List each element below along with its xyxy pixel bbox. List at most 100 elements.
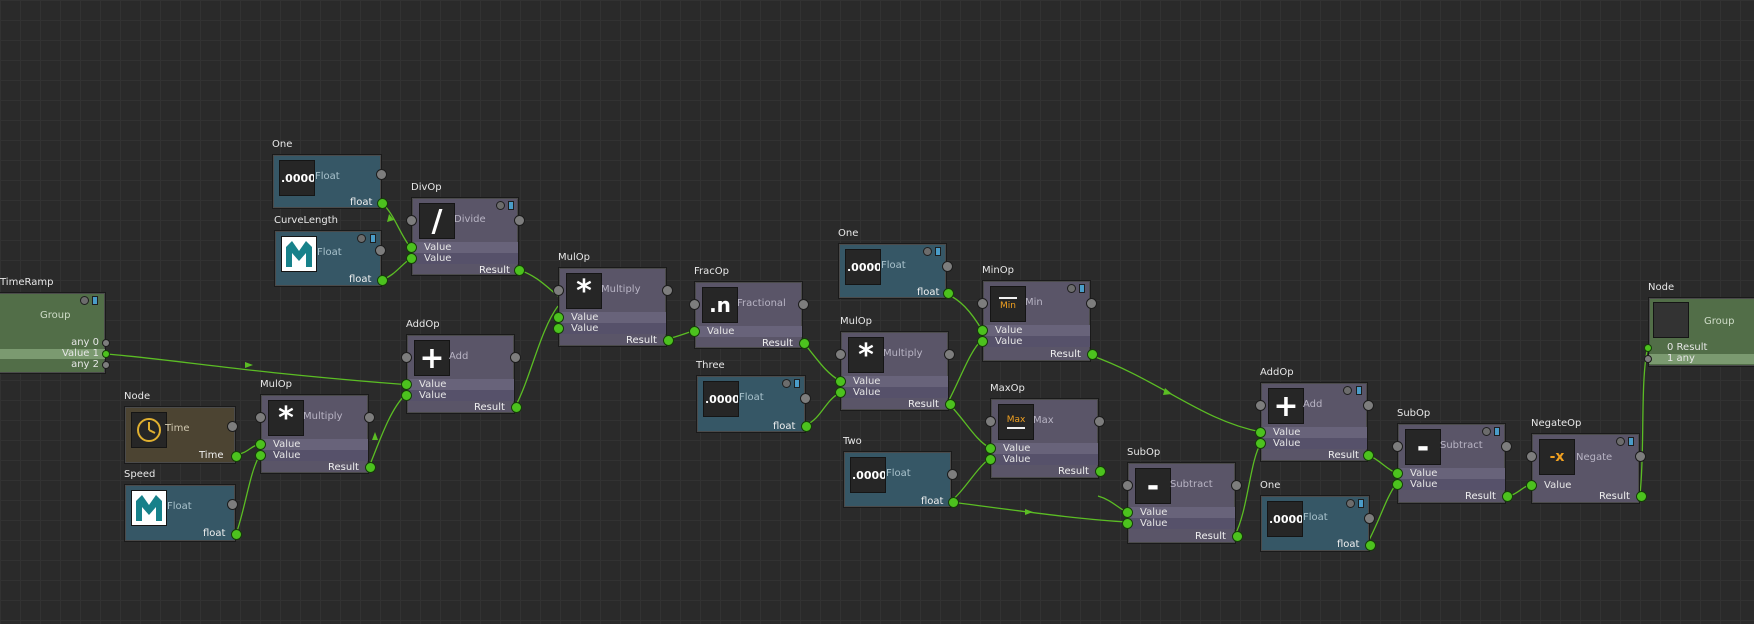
input-port[interactable] — [689, 299, 700, 310]
input-port[interactable] — [406, 242, 417, 253]
node-settings-icon[interactable] — [782, 379, 791, 388]
output-port[interactable] — [945, 399, 956, 410]
input-port[interactable] — [942, 261, 953, 272]
input-port[interactable] — [227, 421, 238, 432]
input-port[interactable] — [1364, 513, 1375, 524]
output-port[interactable] — [663, 335, 674, 346]
output-port[interactable] — [1087, 349, 1098, 360]
input-port[interactable] — [1392, 479, 1403, 490]
output-group-node[interactable]: Group 0 Result 1 any — [1644, 297, 1754, 367]
output-port[interactable] — [102, 350, 110, 358]
input-port[interactable] — [1094, 416, 1105, 427]
input-port[interactable] — [1122, 480, 1133, 491]
node-settings-icon[interactable] — [1067, 284, 1076, 293]
input-port[interactable] — [510, 352, 521, 363]
subop-node[interactable]: - Subtract Value Value Result — [1392, 423, 1513, 504]
input-port[interactable] — [1501, 441, 1512, 452]
float-value-display[interactable]: .000000 — [703, 381, 739, 417]
output-port[interactable] — [1232, 531, 1243, 542]
input-port[interactable] — [255, 412, 266, 423]
node-settings-icon[interactable] — [923, 247, 932, 256]
output-port[interactable] — [102, 339, 110, 347]
node-info-icon[interactable] — [1628, 437, 1634, 446]
one-float-node[interactable]: .000000 Float float — [838, 243, 954, 299]
input-port[interactable] — [977, 325, 988, 336]
float-value-display[interactable]: .000000 — [850, 457, 886, 493]
input-port[interactable] — [985, 443, 996, 454]
input-port[interactable] — [514, 215, 525, 226]
output-port[interactable] — [801, 421, 812, 432]
input-port[interactable] — [401, 390, 412, 401]
one-float-node[interactable]: .000000 Float float — [1260, 495, 1376, 552]
input-port[interactable] — [1392, 441, 1403, 452]
input-port[interactable] — [1255, 438, 1266, 449]
input-port[interactable] — [1644, 344, 1652, 352]
output-port[interactable] — [1095, 466, 1106, 477]
input-port[interactable] — [1526, 451, 1537, 462]
output-port[interactable] — [365, 462, 376, 473]
addop-node[interactable]: + Add Value Value Result — [1255, 382, 1374, 462]
input-port[interactable] — [376, 169, 387, 180]
input-port[interactable] — [1635, 451, 1646, 462]
mulop-node[interactable]: * Multiply Value Value Result — [255, 394, 376, 474]
node-info-icon[interactable] — [1356, 386, 1362, 395]
output-port[interactable] — [1502, 491, 1513, 502]
node-settings-icon[interactable] — [1616, 437, 1625, 446]
node-info-icon[interactable] — [370, 234, 376, 243]
output-port[interactable] — [514, 265, 525, 276]
input-port[interactable] — [255, 450, 266, 461]
output-port[interactable] — [102, 361, 110, 369]
output-port[interactable] — [1636, 491, 1647, 502]
minop-node[interactable]: Min Min Value Value Result — [977, 280, 1098, 362]
node-settings-icon[interactable] — [496, 201, 505, 210]
output-port[interactable] — [377, 275, 388, 286]
input-port[interactable] — [1122, 518, 1133, 529]
input-port[interactable] — [255, 439, 266, 450]
input-port[interactable] — [985, 416, 996, 427]
input-port[interactable] — [1086, 298, 1097, 309]
input-port[interactable] — [401, 379, 412, 390]
input-port[interactable] — [1644, 355, 1652, 363]
node-settings-icon[interactable] — [80, 296, 89, 305]
one-float-node[interactable]: .000000 Float float — [272, 154, 388, 209]
node-settings-icon[interactable] — [357, 234, 366, 243]
curvelength-float-node[interactable]: Float float — [274, 230, 388, 287]
output-port[interactable] — [943, 288, 954, 299]
node-settings-icon[interactable] — [1346, 499, 1355, 508]
output-port[interactable] — [511, 402, 522, 413]
three-float-node[interactable]: .000000 Float float — [696, 375, 812, 433]
input-port[interactable] — [1231, 480, 1242, 491]
float-value-display[interactable]: .000000 — [1267, 501, 1303, 537]
input-port[interactable] — [553, 312, 564, 323]
input-port[interactable] — [944, 349, 955, 360]
input-port[interactable] — [689, 326, 700, 337]
input-port[interactable] — [800, 393, 811, 404]
input-port[interactable] — [1255, 400, 1266, 411]
node-settings-icon[interactable] — [1482, 427, 1491, 436]
input-port[interactable] — [977, 336, 988, 347]
input-port[interactable] — [835, 376, 846, 387]
input-port[interactable] — [1255, 427, 1266, 438]
node-info-icon[interactable] — [92, 296, 98, 305]
node-info-icon[interactable] — [508, 201, 514, 210]
input-port[interactable] — [553, 285, 564, 296]
output-port[interactable] — [231, 529, 242, 540]
node-info-icon[interactable] — [935, 247, 941, 256]
input-port[interactable] — [364, 412, 375, 423]
input-port[interactable] — [985, 454, 996, 465]
input-port[interactable] — [401, 352, 412, 363]
node-settings-icon[interactable] — [1343, 386, 1352, 395]
input-port[interactable] — [1392, 468, 1403, 479]
node-info-icon[interactable] — [1358, 499, 1364, 508]
input-port[interactable] — [835, 349, 846, 360]
input-port[interactable] — [227, 499, 238, 510]
input-port[interactable] — [947, 469, 958, 480]
float-value-display[interactable]: .000000 — [845, 249, 881, 285]
input-port[interactable] — [375, 245, 386, 256]
mulop-node[interactable]: * Multiply Value Value Result — [835, 331, 956, 411]
input-port[interactable] — [835, 387, 846, 398]
mulop-node[interactable]: * Multiply Value Value Result — [553, 267, 674, 347]
output-port[interactable] — [1365, 540, 1376, 551]
output-port[interactable] — [799, 338, 810, 349]
